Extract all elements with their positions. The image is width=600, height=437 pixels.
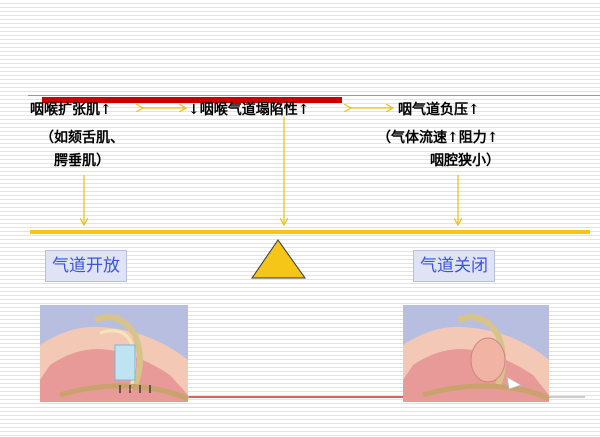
airway-closed-label: 气道关闭 [413, 250, 495, 282]
left-factor-text: 咽喉扩张肌↑ [30, 102, 112, 118]
top-red-bar [42, 97, 342, 103]
fulcrum-triangle [251, 239, 306, 279]
right-factor-sub1: （气体流速↑阻力↑ [377, 130, 499, 146]
right-factor-text: 咽气道负压↑ [398, 102, 480, 118]
middle-factor-text: ↓咽喉气道塌陷性↑ [188, 102, 310, 118]
airway-open-illustration-icon [40, 305, 190, 402]
right-factor-sub2: 咽腔狭小） [430, 153, 500, 169]
balance-beam [30, 230, 590, 234]
airway-open-label: 气道开放 [45, 250, 127, 282]
airway-closed-illustration-icon [403, 305, 551, 402]
left-factor-sub1: （如颏舌肌、 [40, 130, 124, 146]
left-factor-sub2: 腭垂肌） [54, 153, 110, 169]
top-divider-line [28, 95, 600, 96]
